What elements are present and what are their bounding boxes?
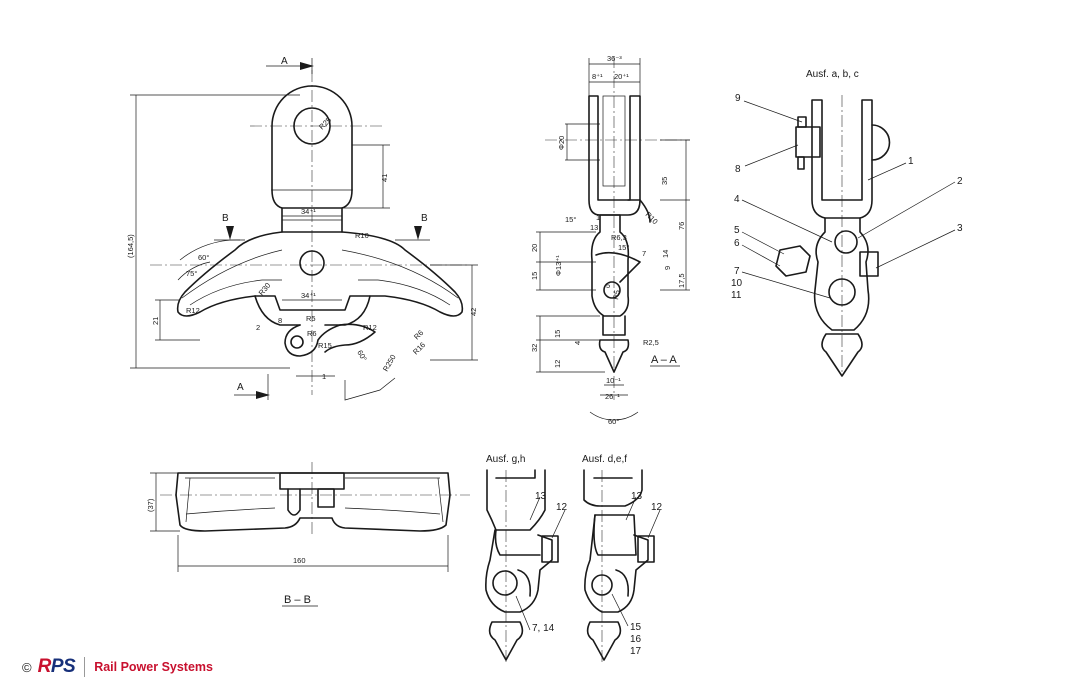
- dim-r5: R5: [306, 314, 316, 323]
- dim-r6-right: R6: [412, 328, 425, 341]
- aa-dim-14: 14: [661, 250, 670, 258]
- aa-dim-1: 1: [596, 213, 600, 222]
- aa-dim-10: 10⁻¹: [606, 376, 621, 385]
- part-label-10: 10: [731, 278, 743, 289]
- section-bb-view: (37) 160 B – B: [146, 462, 470, 607]
- aa-dim-17-5: 17,5: [677, 273, 686, 288]
- aa-dim-15: 15°: [565, 215, 576, 224]
- dim-r15: R15: [318, 341, 332, 350]
- section-bb-label: B – B: [284, 594, 311, 606]
- bb-dim-37: (37): [146, 498, 155, 512]
- aa-dim-20: 20⁺¹: [614, 72, 629, 81]
- footer-logo: © RPS Rail Power Systems: [22, 654, 213, 680]
- dim-r10-top: R10: [355, 231, 369, 240]
- aa-dim-5: 5: [606, 281, 610, 290]
- aa-dim-76: 76: [677, 222, 686, 230]
- cut-label-b-left: B: [222, 213, 229, 224]
- part-label-11: 11: [731, 290, 742, 301]
- dim-r16: R16: [411, 340, 427, 356]
- part-label-9: 9: [735, 93, 741, 104]
- aa-dim-4: 4: [573, 341, 582, 345]
- variant-def-label: Ausf. d,e,f: [582, 454, 627, 465]
- dim-height-total: (164,5): [126, 234, 135, 258]
- part-label-1: 1: [908, 156, 914, 167]
- part-label-8: 8: [735, 164, 741, 175]
- dim-8: 8: [278, 316, 282, 325]
- cut-label-a-top: A: [281, 56, 288, 67]
- part-label-7: 7: [734, 266, 740, 277]
- def-part-12: 12: [651, 502, 663, 513]
- aa-dim-d13: Φ13⁺¹: [554, 255, 563, 276]
- aa-dim-20-left: 20: [530, 244, 539, 252]
- gh-part-7-14: 7, 14: [532, 623, 555, 634]
- aa-dim-60: 60°: [608, 417, 619, 426]
- part-label-5: 5: [734, 225, 740, 236]
- bb-dim-160: 160: [293, 556, 306, 565]
- company-name: Rail Power Systems: [94, 660, 213, 674]
- aa-dim-r6-3: R6,3: [611, 233, 627, 242]
- cut-label-a-bottom: A: [237, 382, 244, 393]
- def-part-15: 15: [630, 622, 642, 633]
- aa-dim-r10: R10: [644, 210, 660, 226]
- part-label-3: 3: [957, 223, 963, 234]
- def-part-17: 17: [630, 646, 642, 657]
- aa-dim-r2-5: R2,5: [643, 338, 659, 347]
- dim-r12-hook: R12: [363, 323, 377, 332]
- front-view: A A B B (164,5) R25 41 34⁺¹ R10 60° 75° …: [126, 56, 478, 401]
- variant-def-view: Ausf. d,e,f 13 12 15 16 17: [582, 454, 663, 665]
- aa-dim-36: 36⁻³: [607, 54, 622, 63]
- footer-divider: [84, 657, 86, 677]
- dim-r6: R6: [307, 329, 317, 338]
- aa-dim-12: 12: [553, 360, 562, 368]
- dim-2: 2: [256, 323, 260, 332]
- gh-part-13: 13: [535, 491, 547, 502]
- cut-label-b-right: B: [421, 213, 428, 224]
- aa-dim-d20: Φ20: [557, 136, 566, 150]
- aa-dim-32: 32: [530, 344, 539, 352]
- aa-dim-8: 8⁺¹: [592, 72, 603, 81]
- aa-dim-9: 9: [663, 266, 672, 270]
- dim-r12-left: R12: [186, 306, 200, 315]
- section-aa-view: A – A 36⁻³ 8⁺¹ 20⁺¹ Φ20 35 76 R10 15° 13…: [530, 54, 690, 426]
- aa-dim-26: 26⁻¹: [605, 392, 620, 401]
- dim-r25: R25: [317, 115, 333, 131]
- part-label-2: 2: [957, 176, 963, 187]
- gh-part-12: 12: [556, 502, 568, 513]
- dim-r250: R250: [381, 353, 398, 373]
- variant-abc-label: Ausf. a, b, c: [806, 69, 859, 80]
- dim-21: 21: [151, 317, 160, 325]
- dim-r30: R30: [257, 281, 273, 297]
- aa-dim-15-low: 15: [553, 330, 562, 338]
- dim-60-hook: 60°: [355, 349, 368, 363]
- def-part-13: 13: [631, 491, 643, 502]
- dim-34-mid: 34⁺¹: [301, 291, 316, 300]
- assembly-abc-view: Ausf. a, b, c 9 8 1 2 4 3 5 6 7 10 11: [731, 69, 963, 377]
- aa-dim-r5: R5: [611, 289, 622, 300]
- dim-75: 75°: [186, 269, 197, 278]
- aa-dim-13: 13: [590, 223, 598, 232]
- aa-dim-7: 7: [642, 249, 646, 258]
- def-part-16: 16: [630, 634, 642, 645]
- section-aa-label: A – A: [651, 354, 677, 366]
- dim-41: 41: [380, 174, 389, 182]
- aa-dim-15-left: 15: [530, 272, 539, 280]
- dim-42: 42: [469, 308, 478, 316]
- part-label-4: 4: [734, 194, 740, 205]
- variant-gh-view: Ausf. g,h 13 12 7, 14: [485, 454, 568, 665]
- dim-34-top: 34⁺¹: [301, 207, 316, 216]
- rps-logo: RPS: [37, 656, 76, 677]
- aa-dim-35: 35: [660, 177, 669, 185]
- copyright-symbol: ©: [22, 659, 32, 675]
- part-label-6: 6: [734, 238, 740, 249]
- dim-1: 1: [322, 372, 326, 381]
- dim-60: 60°: [198, 253, 209, 262]
- variant-gh-label: Ausf. g,h: [486, 454, 525, 465]
- aa-dim-15b: 15°: [618, 243, 629, 252]
